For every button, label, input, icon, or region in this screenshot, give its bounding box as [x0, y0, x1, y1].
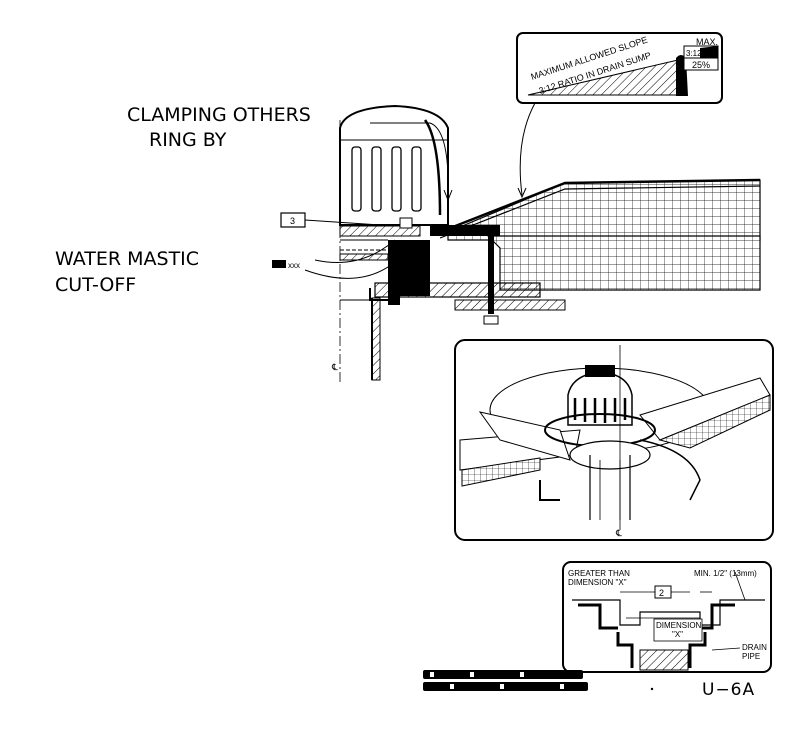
- sump-detail-box: [562, 561, 772, 673]
- water-mastic-label-line1: WATER MASTIC: [55, 248, 200, 270]
- sump-pipe-label: PIPE: [742, 652, 760, 661]
- illegible-caption: [423, 670, 588, 691]
- sump-min-label: MIN. 1/2" (13mm): [694, 569, 757, 578]
- sump-x-label: "X": [672, 630, 683, 639]
- small-xxx-text: xxx: [288, 261, 300, 270]
- sump-drain-label: DRAIN: [742, 643, 767, 652]
- isometric-detail-box: [454, 339, 774, 541]
- sump-dimension-x: DIMENSION "X": [568, 578, 627, 587]
- drawing-code: U−6A: [702, 680, 756, 700]
- clamping-label-line2: RING BY: [149, 129, 227, 151]
- slope-percent-label: 25%: [692, 60, 710, 70]
- main-section-view: [339, 104, 761, 385]
- clamping-label-line1: CLAMPING OTHERS: [127, 104, 311, 126]
- sump-dimension-label: DIMENSION: [656, 621, 702, 630]
- callout-3-text: 3: [290, 216, 295, 226]
- sump-greater-than: GREATER THAN: [568, 569, 630, 578]
- mastic-leader-line: [314, 239, 396, 263]
- slope-legend-box: [516, 32, 723, 104]
- slope-max-label: MAX.: [696, 37, 718, 47]
- sump-callout-2: 2: [659, 588, 664, 598]
- center-mark-detail: ℄: [615, 528, 622, 538]
- slope-ratio-label: 3:12: [686, 49, 702, 58]
- center-mark-main: ℄: [331, 362, 338, 372]
- slope-leader-line: [519, 102, 536, 196]
- water-mastic-label-line2: CUT-OFF: [55, 274, 137, 296]
- clamping-leader-line: [370, 122, 449, 199]
